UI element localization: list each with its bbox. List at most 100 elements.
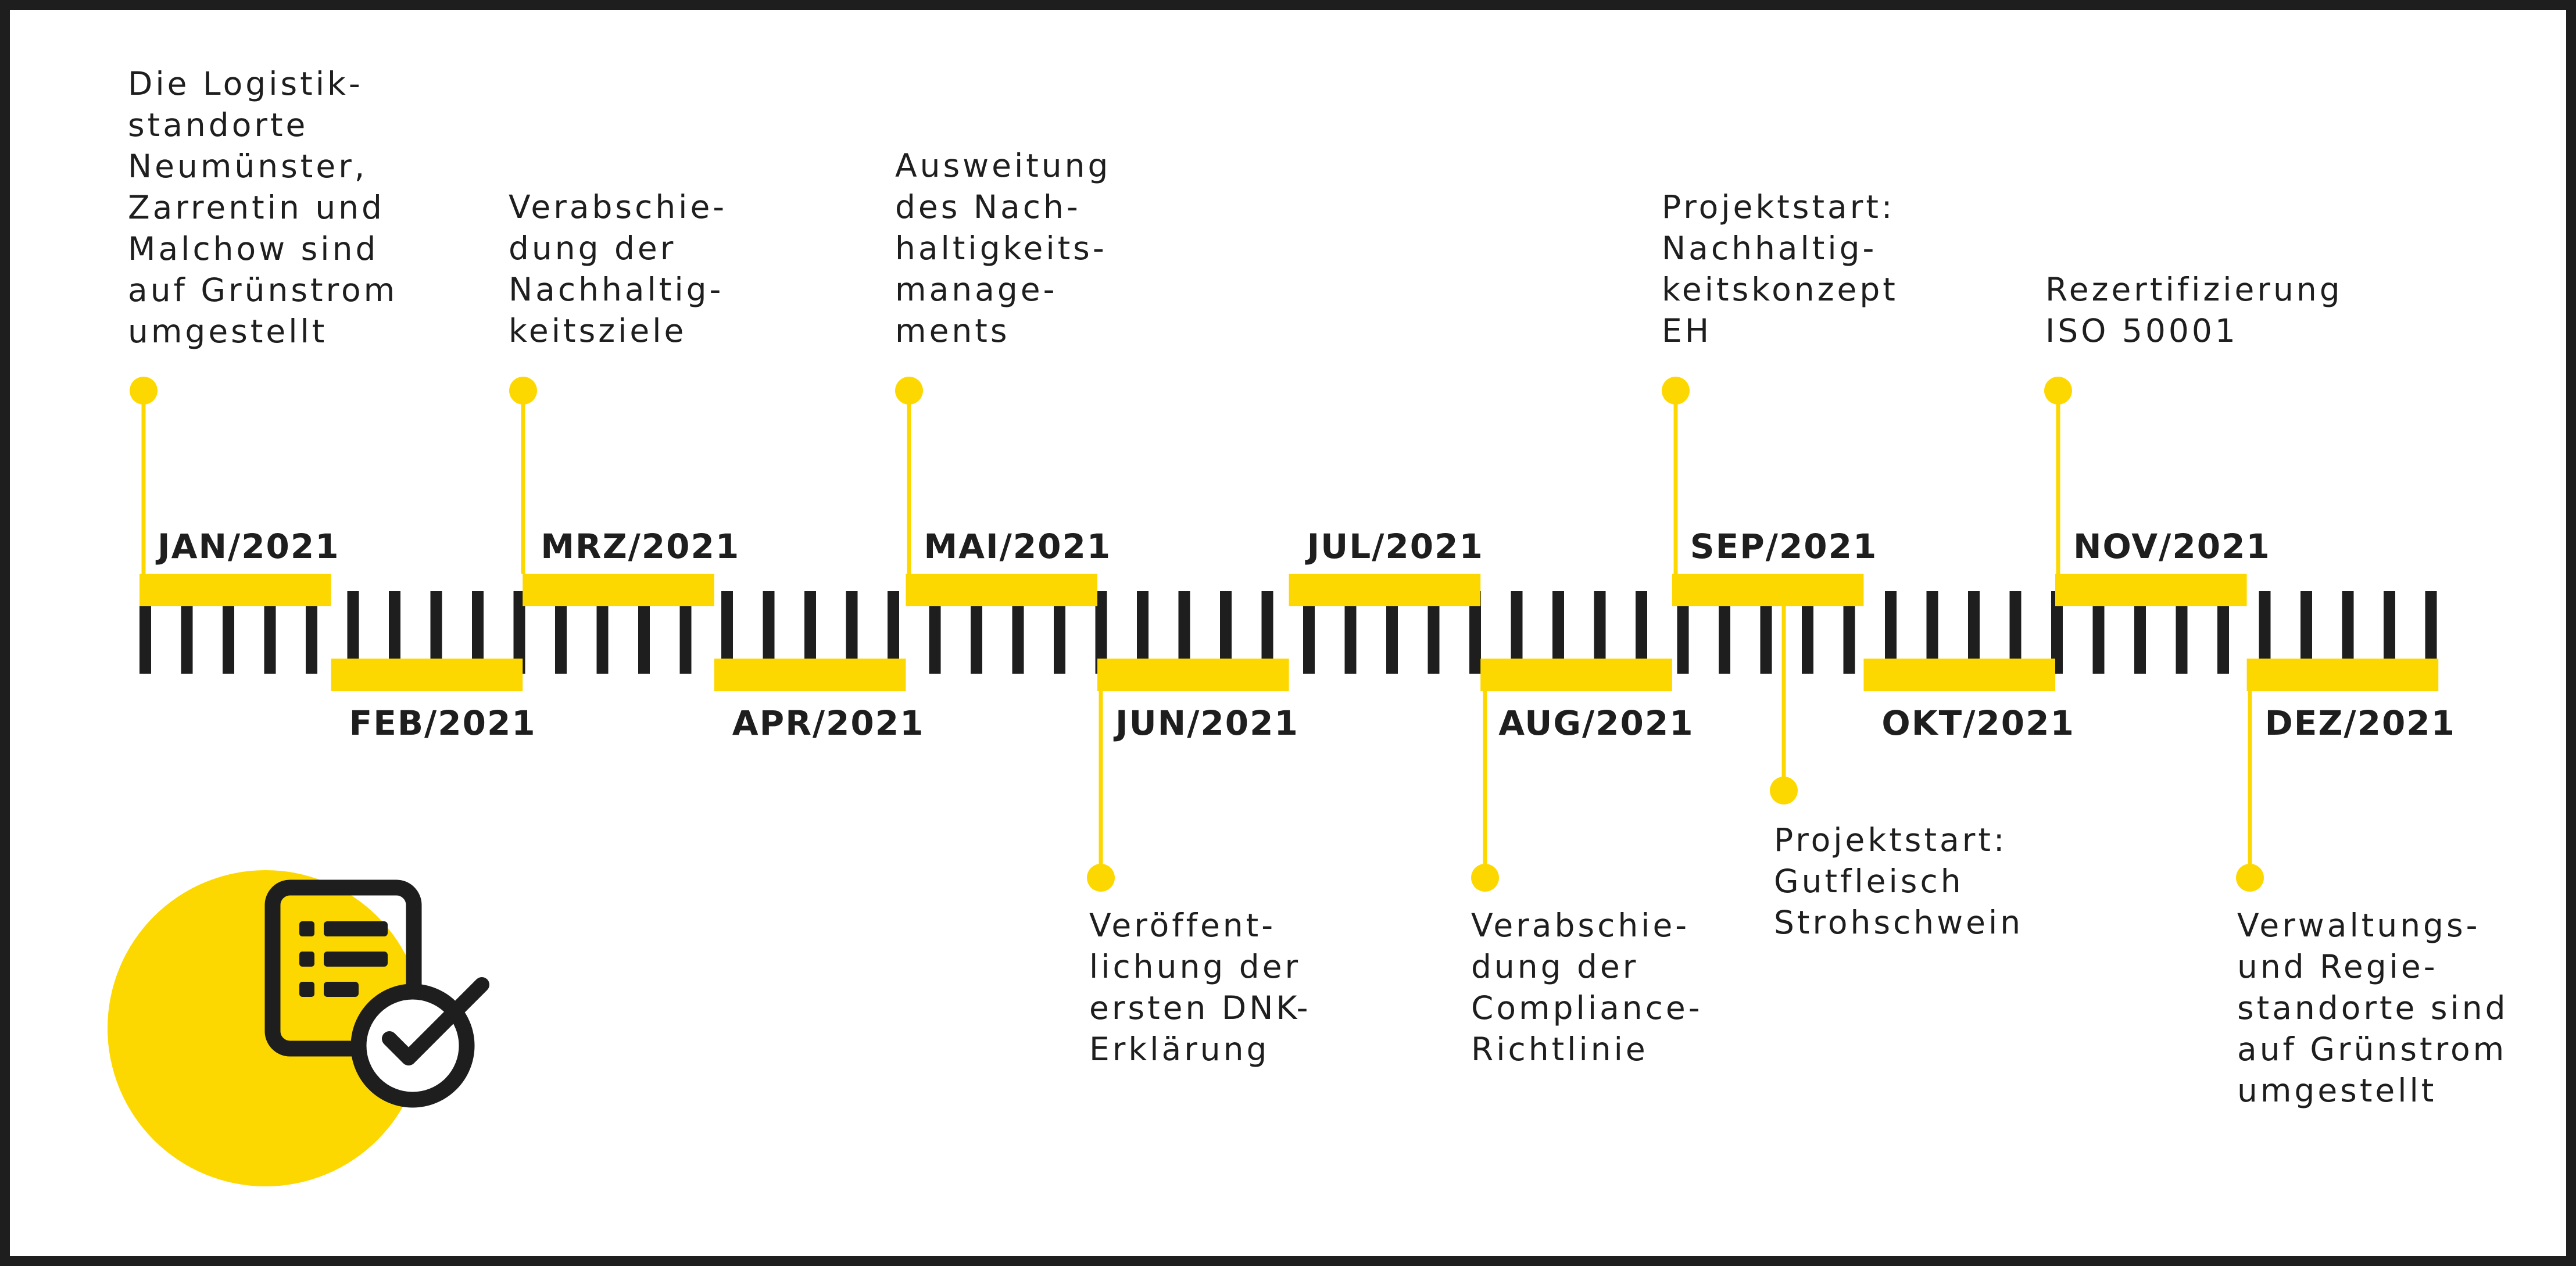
- timeline-tick: [1054, 591, 1065, 674]
- month-label-mrz: MRZ/2021: [541, 527, 740, 566]
- timeline-tick: [804, 591, 816, 674]
- timeline-tick: [2134, 591, 2146, 674]
- event-text-mai: Ausweitung des Nach- haltigkeits- manage…: [895, 147, 1111, 349]
- timeline-tick: [1636, 591, 1647, 674]
- event-dot: [1471, 864, 1499, 892]
- timeline-tick: [2259, 591, 2271, 674]
- month-label-dez: DEZ/2021: [2264, 703, 2456, 743]
- event-dot: [509, 377, 537, 405]
- event-text-sep-bottom: Projektstart: Gutfleisch Strohschwein: [1774, 821, 2024, 941]
- timeline-tick: [1677, 591, 1689, 674]
- timeline-tick: [763, 591, 775, 674]
- month-bar-nov: [2055, 574, 2247, 606]
- event-text-dez: Verwaltungs- und Regie- standorte sind a…: [2237, 907, 2509, 1109]
- event-dot: [130, 377, 158, 405]
- timeline-tick: [1427, 591, 1440, 674]
- month-bar-mai: [906, 574, 1097, 606]
- timeline-tick: [888, 591, 899, 674]
- month-bar-apr: [714, 659, 906, 691]
- month-bar-jun: [1097, 659, 1289, 691]
- month-bar-dez: [2246, 659, 2439, 691]
- timeline-tick: [1594, 591, 1606, 674]
- timeline-tick: [929, 591, 941, 674]
- month-label-apr: APR/2021: [732, 703, 925, 743]
- timeline-tick: [1469, 591, 1481, 674]
- timeline-tick: [638, 591, 650, 674]
- timeline-tick: [1719, 591, 1730, 674]
- event-text-jun: Veröffent- lichung der ersten DNK- Erklä…: [1089, 907, 1311, 1068]
- timeline-tick: [1095, 591, 1107, 674]
- month-bar-feb: [331, 659, 523, 691]
- timeline-tick: [555, 591, 567, 674]
- timeline-tick: [347, 591, 359, 674]
- month-label-jan: JAN/2021: [158, 527, 340, 566]
- timeline-tick: [1926, 591, 1938, 674]
- timeline-tick: [264, 591, 276, 674]
- month-label-aug: AUG/2021: [1498, 703, 1694, 743]
- timeline-tick: [1885, 591, 1897, 674]
- timeline-tick: [223, 591, 234, 674]
- month-label-nov: NOV/2021: [2073, 527, 2271, 566]
- timeline-tick: [2300, 591, 2312, 674]
- event-connectors: [130, 377, 2264, 892]
- month-bar-okt: [1863, 659, 2055, 691]
- timeline-tick: [139, 591, 151, 674]
- timeline-tick: [1968, 591, 1980, 674]
- month-label-okt: OKT/2021: [1881, 703, 2075, 743]
- month-bar-aug: [1480, 659, 1672, 691]
- timeline-tick: [721, 591, 733, 674]
- timeline-tick: [513, 591, 525, 674]
- timeline-graphic: [108, 377, 2439, 1186]
- event-text-sep-top: Projektstart: Nachhaltig- keitskonzept E…: [1662, 188, 1898, 349]
- timeline-tick: [1137, 591, 1149, 674]
- timeline-tick: [1760, 591, 1772, 674]
- month-bars: [139, 574, 2439, 691]
- timeline-tick: [1344, 591, 1357, 674]
- timeline-tick: [472, 591, 484, 674]
- event-text-mrz: Verabschie- dung der Nachhaltig- keitszi…: [509, 188, 728, 349]
- timeline-tick: [2384, 591, 2395, 674]
- month-bar-mrz: [523, 574, 714, 606]
- timeline-tick: [1552, 591, 1564, 674]
- timeline-tick: [2425, 591, 2437, 674]
- timeline-tick: [1012, 591, 1024, 674]
- timeline-tick: [1386, 591, 1398, 674]
- timeline-tick: [596, 591, 609, 674]
- month-bar-jan: [139, 574, 331, 606]
- event-dot: [1087, 864, 1115, 892]
- event-text-aug: Verabschie- dung der Compliance- Richtli…: [1471, 907, 1703, 1068]
- timeline-tick: [846, 591, 858, 674]
- timeline-tick: [2051, 591, 2063, 674]
- event-text-nov: Rezertifizierung ISO 50001: [2045, 271, 2343, 349]
- timeline-tick: [389, 591, 400, 674]
- month-label-jun: JUN/2021: [1115, 703, 1299, 743]
- timeline-tick: [1802, 591, 1813, 674]
- document-checklist-checkmark-icon: [108, 870, 489, 1186]
- event-dot: [1662, 377, 1690, 405]
- timeline-tick: [2092, 591, 2105, 674]
- month-label-jul: JUL/2021: [1307, 527, 1484, 566]
- timeline-tick: [2342, 591, 2354, 674]
- timeline-ticks: [139, 591, 2437, 674]
- timeline-tick: [1843, 591, 1855, 674]
- timeline-tick: [971, 591, 982, 674]
- event-dot: [2236, 864, 2264, 892]
- month-label-feb: FEB/2021: [349, 703, 536, 743]
- event-dot: [2044, 377, 2072, 405]
- event-text-jan: Die Logistik- standorte Neumünster, Zarr…: [128, 65, 398, 350]
- timeline-tick: [2009, 591, 2022, 674]
- timeline-tick: [181, 591, 193, 674]
- timeline-tick: [1303, 591, 1315, 674]
- month-bar-jul: [1289, 574, 1481, 606]
- timeline-tick: [679, 591, 692, 674]
- month-label-sep: SEP/2021: [1690, 527, 1878, 566]
- timeline-tick: [1178, 591, 1190, 674]
- timeline-tick: [2217, 591, 2229, 674]
- timeline-tick: [430, 591, 442, 674]
- timeline-tick: [1511, 591, 1523, 674]
- timeline-tick: [1220, 591, 1232, 674]
- timeline-tick: [1261, 591, 1273, 674]
- timeline-tick: [2176, 591, 2188, 674]
- month-label-mai: MAI/2021: [924, 527, 1112, 566]
